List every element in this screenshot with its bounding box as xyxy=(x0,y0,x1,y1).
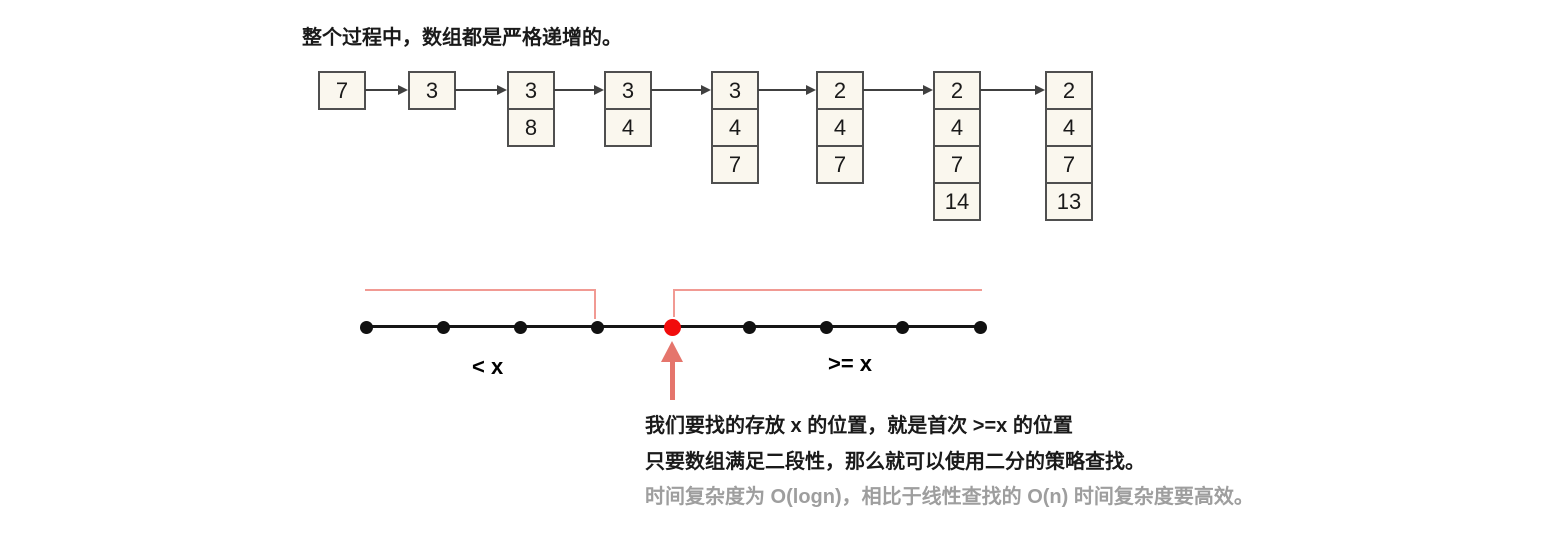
array-cell: 3 xyxy=(604,71,652,110)
array-cell: 3 xyxy=(507,71,555,110)
numberline-dot xyxy=(895,320,909,334)
array-cell: 7 xyxy=(1045,145,1093,184)
numberline-dot xyxy=(973,320,987,334)
array-cell: 4 xyxy=(933,108,981,147)
connector-arrow-icon xyxy=(980,85,1045,95)
array-cell: 4 xyxy=(816,108,864,147)
array-state-column: 3 xyxy=(408,71,456,110)
connector-arrow-icon xyxy=(651,85,711,95)
array-cell: 2 xyxy=(933,71,981,110)
numberline-dot xyxy=(436,320,450,334)
array-cell: 3 xyxy=(408,71,456,110)
numberline-dot xyxy=(742,320,756,334)
up-arrow-icon xyxy=(661,341,683,362)
note-two-segment-property: 只要数组满足二段性，那么就可以使用二分的策略查找。 xyxy=(645,451,1145,473)
numberline-dot xyxy=(590,320,604,334)
connector-arrow-icon xyxy=(554,85,604,95)
note-target-position: 我们要找的存放 x 的位置，就是首次 >=x 的位置 xyxy=(645,415,1073,437)
left-range-bracket xyxy=(365,289,596,319)
array-cell: 13 xyxy=(1045,182,1093,221)
page-title: 整个过程中，数组都是严格递增的。 xyxy=(302,27,622,49)
numberline-dot xyxy=(819,320,833,334)
array-cell: 4 xyxy=(711,108,759,147)
array-cell: 14 xyxy=(933,182,981,221)
array-cell: 2 xyxy=(1045,71,1093,110)
array-cell: 4 xyxy=(1045,108,1093,147)
numberline-dot xyxy=(359,320,373,334)
greater-equal-x-label: >= x xyxy=(828,351,873,376)
right-range-bracket xyxy=(673,289,982,317)
array-cell: 2 xyxy=(816,71,864,110)
array-cell: 7 xyxy=(318,71,366,110)
array-cell: 7 xyxy=(933,145,981,184)
array-cell: 8 xyxy=(507,108,555,147)
array-cell: 7 xyxy=(711,145,759,184)
up-arrow-shaft xyxy=(670,359,675,400)
less-than-x-label: < x xyxy=(472,354,504,379)
note-time-complexity: 时间复杂度为 O(logn)，相比于线性查找的 O(n) 时间复杂度要高效。 xyxy=(645,486,1254,508)
array-cell: 7 xyxy=(816,145,864,184)
highlighted-dot xyxy=(663,318,681,336)
connector-arrow-icon xyxy=(455,85,507,95)
numberline-dot xyxy=(513,320,527,334)
connector-arrow-icon xyxy=(365,85,408,95)
array-cell: 3 xyxy=(711,71,759,110)
array-state-column: 7 xyxy=(318,71,366,110)
array-cell: 4 xyxy=(604,108,652,147)
connector-arrow-icon xyxy=(758,85,816,95)
connector-arrow-icon xyxy=(863,85,933,95)
